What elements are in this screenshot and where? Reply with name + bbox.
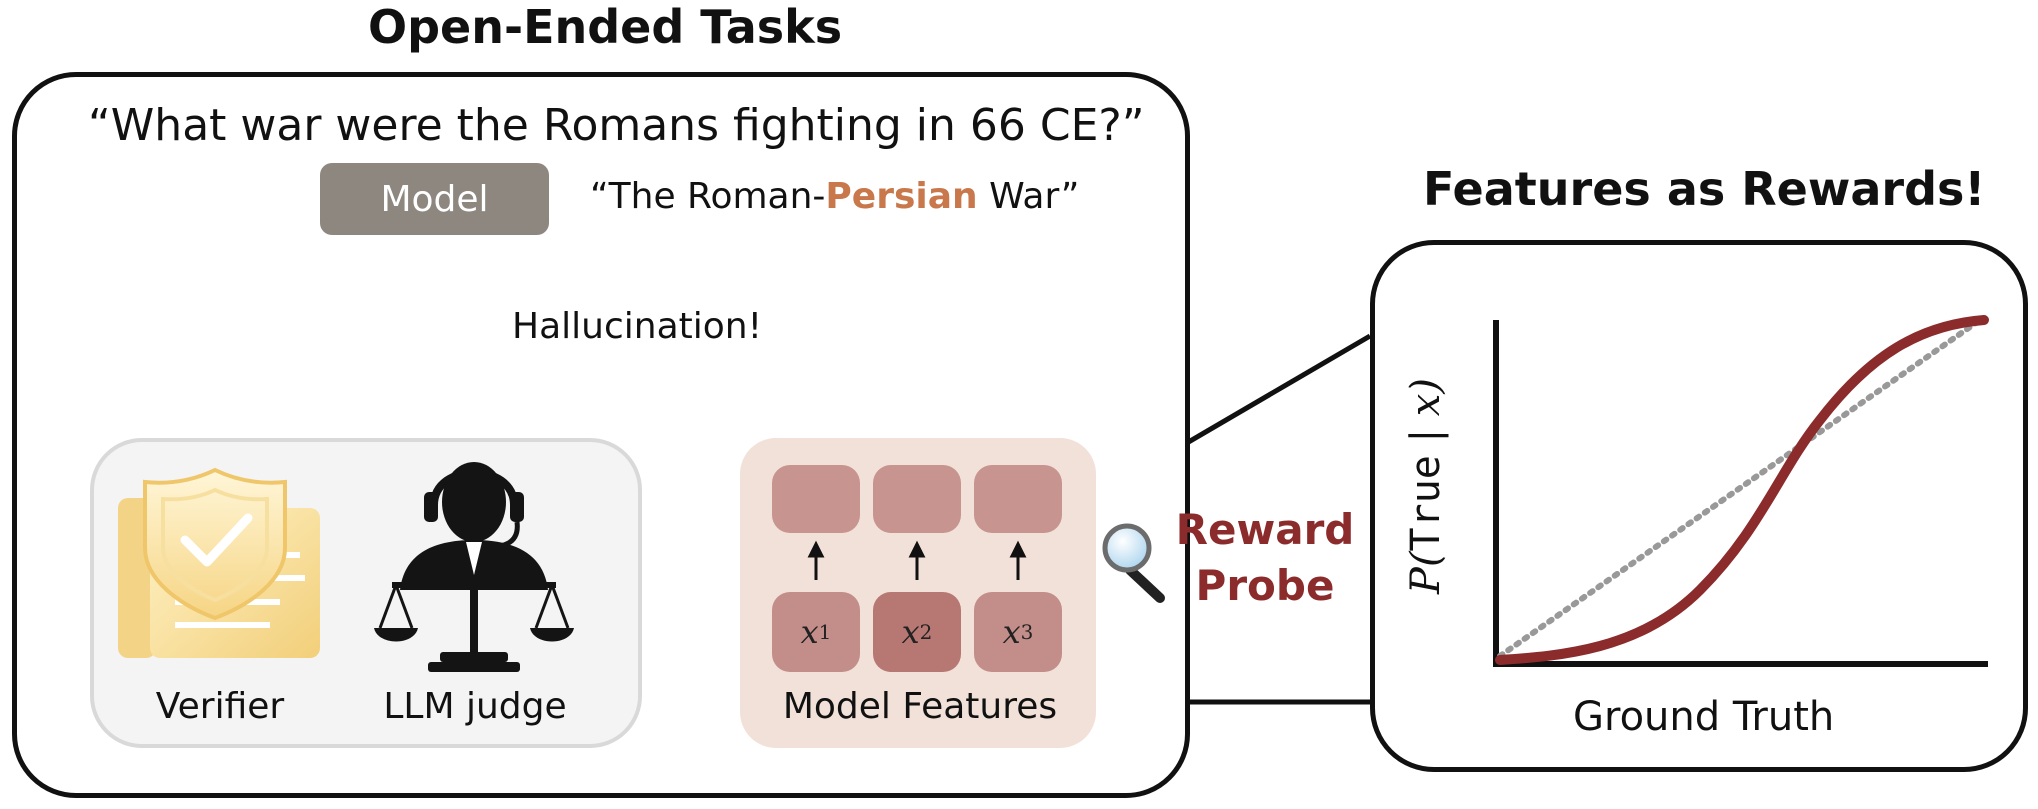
diagonal-reference-line <box>1497 317 1983 659</box>
ylabel-prefix: P( <box>1403 551 1449 594</box>
feature-subscript: 2 <box>919 620 933 644</box>
feature-subscript: 3 <box>1020 620 1034 644</box>
reward-probe-label: Reward Probe <box>1170 502 1360 614</box>
reward-probe-line2: Probe <box>1195 561 1335 610</box>
right-panel-title: Features as Rewards! <box>1423 162 1986 216</box>
model-answer: “The Roman-Persian War” <box>590 176 1079 217</box>
llm-judge-label: LLM judge <box>383 686 567 727</box>
hallucination-label: Hallucination! <box>512 306 763 347</box>
feature-subscript: 1 <box>818 620 832 644</box>
model-features-label: Model Features <box>782 686 1058 727</box>
left-panel-title: Open-Ended Tasks <box>368 0 843 54</box>
features-as-rewards-panel <box>1370 240 2028 772</box>
model-label: Model <box>380 178 489 220</box>
feature-output-cell <box>772 465 860 533</box>
calibration-curve <box>1495 315 1989 665</box>
verifier-label: Verifier <box>155 686 285 727</box>
answer-suffix: War” <box>977 176 1080 217</box>
feature-var: x <box>800 613 819 651</box>
ylabel-suffix: | x) <box>1403 378 1449 456</box>
question-text: “What war were the Romans fighting in 66… <box>88 100 1145 151</box>
model-box: Model <box>320 163 549 235</box>
feature-output-cell <box>974 465 1062 533</box>
feature-var: x <box>1002 613 1021 651</box>
y-axis-label: P(True | x) <box>1403 378 1449 594</box>
x-axis-label: Ground Truth <box>1573 694 1835 740</box>
reward-probe-line1: Reward <box>1175 505 1355 554</box>
ylabel-mono: True <box>1403 455 1449 552</box>
answer-highlight: Persian <box>825 176 978 217</box>
answer-prefix: “The Roman- <box>590 176 826 217</box>
feature-var: x <box>901 613 920 651</box>
feature-output-cell <box>873 465 961 533</box>
